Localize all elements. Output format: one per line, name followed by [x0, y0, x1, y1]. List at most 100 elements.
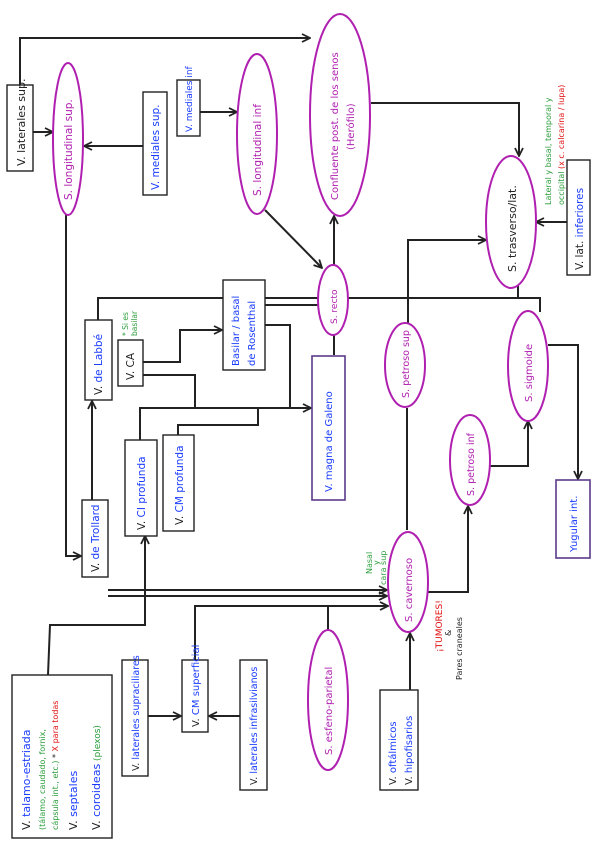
- prefix: V.: [249, 774, 260, 785]
- coroideas: coroideas: [90, 764, 103, 817]
- box-basilar[interactable]: Basilar / basal de Rosenthal: [222, 279, 266, 371]
- label: V. laterales sup.: [15, 79, 28, 166]
- pares-note: Pares craneales: [455, 617, 464, 680]
- prefix: V.: [67, 817, 80, 830]
- tumores-note: ¡TUMORES!: [435, 600, 445, 652]
- svg-text:V. de Labbé: V. de Labbé: [93, 334, 105, 395]
- note-2: y: [372, 560, 381, 565]
- box-labbe[interactable]: V. de Labbé: [84, 319, 113, 401]
- prefix: V.: [131, 760, 142, 771]
- note-1: Lateral y basal, temporal y: [544, 97, 553, 205]
- label-1: Basilar / basal: [231, 296, 242, 366]
- line-basilar-to-galeno: [265, 324, 291, 408]
- sinus-confluente[interactable]: Confluente post. de los senos (Herófilo): [309, 13, 371, 217]
- box-cm-profunda[interactable]: V. CM profunda: [162, 434, 195, 532]
- box-supraciliares[interactable]: V. laterales supraciliares: [121, 655, 149, 777]
- svg-text:V. hipofisarios: V. hipofisarios: [404, 716, 415, 785]
- svg-text:V. laterales supraciliares: V. laterales supraciliares: [131, 655, 142, 771]
- sinus-petroso-inf[interactable]: S. petroso inf: [449, 414, 491, 506]
- prefix: V.: [388, 773, 399, 785]
- prefix: V.: [93, 382, 105, 395]
- prefix: V.: [191, 715, 202, 727]
- box-yugular[interactable]: Yugular int.: [555, 479, 591, 559]
- label: V. mediales inf: [185, 65, 195, 132]
- arrow-cavernoso-to-petroso-inf: [428, 506, 468, 593]
- arrow-ci-prof-to-galeno: [139, 408, 311, 440]
- arrow-cm-sup-to-cavernoso: [194, 606, 388, 660]
- svg-text:occipital (x c. calcarina / lu: occipital (x c. calcarina / lupa): [557, 85, 566, 205]
- label: V. mediales sup.: [150, 104, 162, 190]
- prefix: V.: [136, 517, 148, 530]
- note-1: * Si es: [121, 312, 130, 336]
- prefix: V.: [90, 559, 102, 572]
- svg-text:V. de Trollard: V. de Trollard: [90, 505, 102, 572]
- svg-text:V. CI profunda: V. CI profunda: [136, 456, 148, 530]
- label: CM superficial: [191, 645, 202, 715]
- arrow-petroso-inf-to-sigmoide: [490, 421, 528, 467]
- svg-text:V. CM superficial: V. CM superficial: [191, 645, 202, 727]
- sinus-recto[interactable]: S. recto: [317, 264, 349, 336]
- svg-text:V. oftálmicos: V. oftálmicos: [387, 721, 399, 785]
- line-cm-prof-to-galeno: [177, 408, 259, 435]
- box-oftalmicos-hipofisarios[interactable]: V. oftálmicos V. hipofisarios: [379, 689, 419, 791]
- label: S. petroso inf: [466, 432, 477, 496]
- box-galeno[interactable]: V. magna de Galeno: [311, 355, 346, 501]
- prefix: V.: [174, 512, 186, 525]
- box-mediales-inf[interactable]: V. mediales inf: [176, 65, 201, 137]
- note-lat-inf: Lateral y basal, temporal y occipital (x…: [544, 85, 566, 205]
- label-2: de Rosenthal: [247, 301, 258, 366]
- red-note: X para todas: [51, 701, 60, 752]
- box-ci-profunda[interactable]: V. CI profunda: [124, 439, 158, 537]
- note-cavernoso: Nasal y cara sup ¡TUMORES! & Pares crane…: [365, 551, 464, 680]
- note-2b: (x c. calcarina / lupa): [557, 85, 566, 169]
- svg-text:V. CM profunda: V. CM profunda: [174, 445, 186, 525]
- box-talamo-estriada[interactable]: V. talamo-estriada (tálamo, caudado, for…: [11, 674, 113, 839]
- note-1: Nasal: [365, 552, 374, 574]
- label: laterales infrasilvianos: [249, 667, 260, 774]
- label: talamo-estriada: [20, 730, 33, 817]
- sinus-longitudinal-inf[interactable]: S. longitudinal inf: [236, 53, 278, 215]
- arrow-ca-to-basilar: [143, 330, 222, 363]
- sinus-cavernoso[interactable]: S. cavernoso: [387, 531, 429, 633]
- box-cm-superficial[interactable]: V. CM superficial: [181, 645, 209, 733]
- sinus-longitudinal-sup[interactable]: S. longitudinal sup.: [52, 62, 84, 216]
- svg-text:V. laterales infrasilvianos: V. laterales infrasilvianos: [249, 667, 260, 785]
- sinus-esfeno-parietal[interactable]: S. esfeno-parietal: [307, 629, 349, 771]
- label: CM profunda: [174, 445, 186, 512]
- and-note: &: [444, 630, 453, 636]
- label: S. sigmoide: [524, 344, 535, 402]
- box-laterales-sup[interactable]: V. laterales sup.: [6, 79, 34, 172]
- box-infrasilvianos[interactable]: V. laterales infrasilvianos: [239, 659, 268, 791]
- sinus-trasverso[interactable]: S. trasverso/lat.: [485, 155, 537, 289]
- label: de Trollard: [90, 505, 102, 560]
- note-2: basilar: [130, 310, 139, 336]
- arrow-lat-sup-to-confluente: [19, 38, 310, 85]
- label: S. recto: [330, 289, 340, 324]
- line-labbe-to-galeno: [143, 374, 196, 408]
- box-mediales-sup[interactable]: V. mediales sup.: [142, 91, 168, 196]
- svg-text:V. coroideas (plexos): V. coroideas (plexos): [90, 725, 103, 830]
- septales: septales: [67, 771, 80, 817]
- label: Yugular int.: [569, 496, 580, 553]
- sinus-petroso-sup[interactable]: S. petroso sup: [384, 322, 426, 408]
- hipofisarios: hipofisarios: [404, 716, 415, 773]
- label: S. petroso sup: [401, 330, 412, 398]
- box-lat-inferiores[interactable]: V. lat. inferiores: [566, 159, 591, 276]
- note-3: cara sup: [379, 551, 388, 585]
- box-ca[interactable]: V. CA: [117, 339, 144, 387]
- arrow-confluente-to-trasverso: [371, 102, 519, 156]
- sinus-sigmoide[interactable]: S. sigmoide: [507, 310, 549, 422]
- label: inferiores: [574, 188, 586, 237]
- svg-text:V. lat. inferiores: V. lat. inferiores: [574, 188, 586, 270]
- svg-text:V. laterales sup.: V. laterales sup.: [15, 79, 28, 166]
- oftalmicos: oftálmicos: [387, 721, 399, 773]
- connectors: [19, 38, 578, 716]
- sub-1: (tálamo, caudado, fornix,: [38, 729, 47, 830]
- svg-text:V. septales: V. septales: [67, 771, 80, 830]
- label-2: (Herófilo): [345, 103, 357, 150]
- box-trollard[interactable]: V. de Trollard: [81, 499, 109, 578]
- sub-2: cápsula int., etc.): [51, 761, 60, 830]
- label: S. longitudinal inf: [252, 104, 264, 196]
